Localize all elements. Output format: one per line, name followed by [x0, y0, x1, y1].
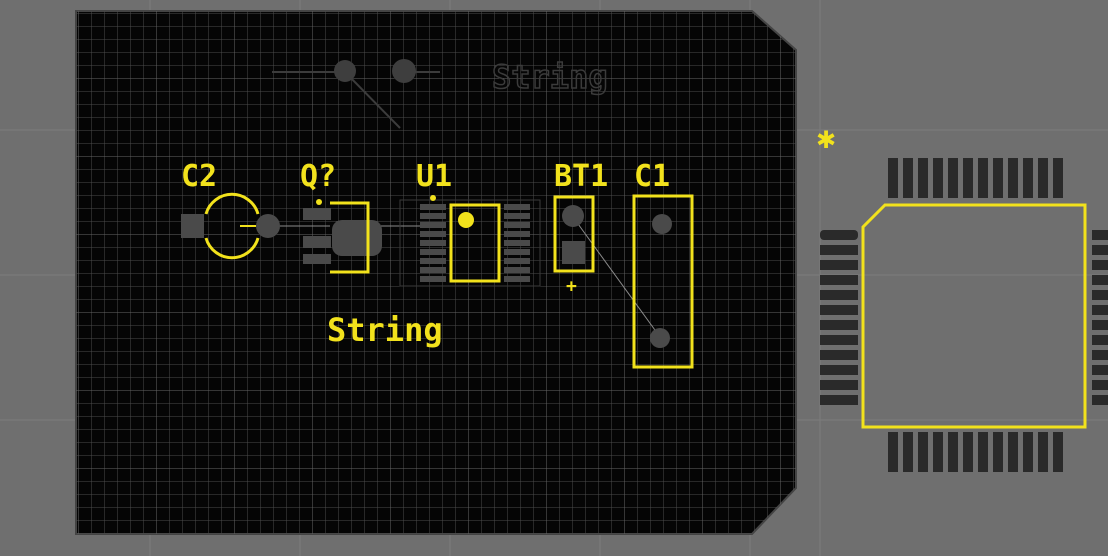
qfp-pads-bottom[interactable]: [888, 432, 1063, 472]
u1-designator[interactable]: U1: [416, 159, 452, 194]
q-pin1-dot: [316, 199, 322, 205]
c2-silkscreen-outline: [204, 192, 260, 215]
c2-designator[interactable]: C2: [181, 159, 217, 194]
component-q[interactable]: [303, 199, 382, 274]
string-text-object[interactable]: String: [327, 311, 443, 349]
bt1-silkscreen-outline: [553, 195, 595, 273]
u1-pin1-marker: [458, 212, 474, 228]
c1-silkscreen-outline: [632, 194, 694, 369]
u1-pin1-dot: [430, 195, 436, 201]
u1-silkscreen-outline: [449, 203, 501, 283]
qfp-pads-left[interactable]: [820, 230, 858, 405]
q-pad[interactable]: [303, 254, 331, 264]
c1-pad[interactable]: [652, 214, 672, 234]
u1-pads-right[interactable]: [504, 204, 530, 282]
c2-silkscreen-outline: [204, 237, 260, 260]
bt1-polarity-mark: +: [566, 276, 577, 297]
c1-pad[interactable]: [650, 328, 670, 348]
c2-pad-square[interactable]: [181, 214, 204, 238]
ghost-pad: [392, 59, 416, 83]
bt1-designator[interactable]: BT1: [554, 159, 608, 194]
component-qfp[interactable]: [820, 158, 1108, 472]
bt1-pad-square[interactable]: [562, 241, 585, 264]
u1-body-outline: [399, 199, 541, 287]
u1-pads-left[interactable]: [420, 204, 446, 282]
component-u1[interactable]: [399, 195, 541, 287]
ghost-pad: [334, 60, 356, 82]
c1-designator[interactable]: C1: [634, 159, 670, 194]
q-silkscreen-outline: [330, 201, 370, 274]
qfp-pads-top[interactable]: [888, 158, 1063, 198]
q-pad-tab[interactable]: [332, 220, 382, 256]
component-bt1[interactable]: [553, 195, 595, 273]
qfp-silkscreen-outline: [861, 203, 1087, 429]
q-pad[interactable]: [303, 208, 331, 220]
c2-pad-round[interactable]: [256, 214, 280, 238]
bt1-pad-round[interactable]: [562, 205, 584, 227]
qfp-pads-right[interactable]: [1092, 230, 1108, 405]
component-c2[interactable]: [181, 192, 280, 260]
ghost-string-label: String: [492, 58, 608, 96]
component-c1[interactable]: [632, 194, 694, 369]
q-pad[interactable]: [303, 236, 331, 248]
origin-marker-icon[interactable]: ✱: [816, 126, 836, 154]
q-designator[interactable]: Q?: [300, 159, 336, 194]
